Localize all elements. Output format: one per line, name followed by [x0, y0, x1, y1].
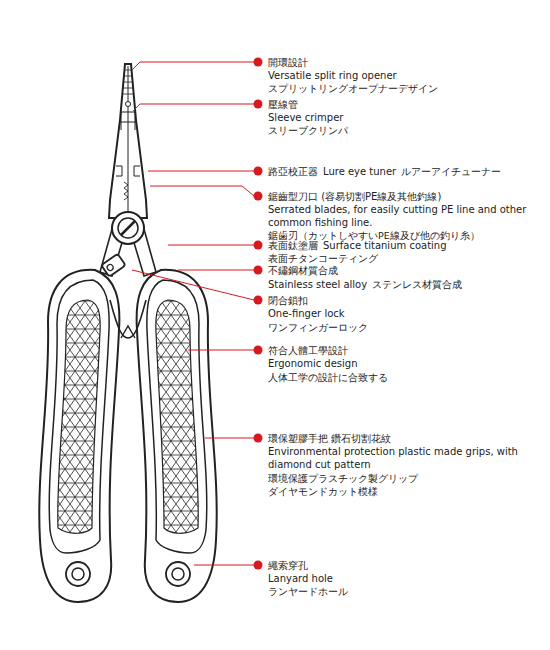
- pivot: [112, 212, 144, 244]
- callout-label: Ergonomic design: [268, 358, 358, 369]
- callout-label: 開環設計: [268, 57, 308, 68]
- callout-label: 繩索穿孔: [268, 560, 308, 571]
- callout-label: ルアーアイチューナー: [401, 166, 501, 177]
- callout-row: Sleeve crimper: [268, 111, 542, 124]
- callout-label: Environmental protection plastic made gr…: [268, 446, 518, 470]
- callout-row: 表面チタンコーティング: [268, 252, 542, 265]
- callout-row: Versatile split ring opener: [268, 69, 542, 82]
- callout-row: 表面鈦塗層 Surface titanium coating: [268, 239, 542, 252]
- lure-eye-tuner: [116, 166, 140, 176]
- callout-row: Environmental protection plastic made gr…: [268, 445, 542, 471]
- callout-row: Stainless steel alloy ステンレス材質合成: [268, 278, 542, 291]
- callout-row: 繩索穿孔: [268, 559, 542, 572]
- callout-row: Ergonomic design: [268, 357, 542, 370]
- callout-row: ワンフィンガーロック: [268, 321, 542, 334]
- callout-label: Sleeve crimper: [268, 112, 343, 123]
- callout-row: 不鏽鋼材質合成: [268, 264, 542, 277]
- crimper-hole: [126, 102, 131, 107]
- callout-dots: [254, 58, 263, 570]
- leader-lines: [132, 62, 254, 565]
- callout-label: 符合人體工學設計: [268, 345, 348, 356]
- callout-row: 人体工学の設計に合致する: [268, 371, 542, 384]
- callout-label: Serrated blades, for easily cutting PE l…: [268, 204, 526, 228]
- callout-row: Serrated blades, for easily cutting PE l…: [268, 203, 542, 229]
- callout-label: 人体工学の設計に合致する: [268, 372, 388, 383]
- callout-label: スプリットリングオープナーデザイン: [268, 83, 438, 94]
- callout-label: スリーブクリンパ: [268, 125, 348, 136]
- callout-label: Lure eye tuner: [323, 166, 396, 177]
- spring: [110, 300, 146, 338]
- right-handle: [137, 270, 217, 602]
- callout-label: ダイヤモンドカット模様: [268, 486, 378, 497]
- pivot-screw: [118, 218, 138, 238]
- callout-row: 路亞校正器 Lure eye tuner ルアーアイチューナー: [268, 165, 542, 178]
- callout-row: 環保塑膠手把 鑽石切割花紋: [268, 432, 542, 445]
- callout-row: 環境保護プラスチック製グリップ: [268, 472, 542, 485]
- left-handle: [39, 270, 119, 602]
- callout-row: ダイヤモンドカット模様: [268, 485, 542, 498]
- callout-row: Lanyard hole: [268, 572, 542, 585]
- callout-label: 鋸歯刃（カットしやすいPE線及び他の釣り糸）: [268, 230, 480, 241]
- callout-label: One-finger lock: [268, 308, 345, 319]
- callout-label: Surface titanium coating: [323, 240, 447, 251]
- callout-row: スリーブクリンパ: [268, 124, 542, 137]
- callout-label: 閉合鎖扣: [268, 295, 308, 306]
- callout-row: ランヤードホール: [268, 585, 542, 598]
- callout-row: スプリットリングオープナーデザイン: [268, 82, 542, 95]
- callout-label: 路亞校正器: [268, 166, 318, 177]
- spring-tip: [121, 326, 135, 338]
- callout-label: ステンレス材質合成: [372, 279, 462, 290]
- sleeve-crimper: [120, 112, 136, 130]
- one-finger-lock: [101, 254, 125, 277]
- callout-row: 壓線管: [268, 98, 542, 111]
- callout-row: 閉合鎖扣: [268, 294, 542, 307]
- callout-row: 符合人體工學設計: [268, 344, 542, 357]
- callout-label: 壓線管: [268, 99, 298, 110]
- callout-label: 表面チタンコーティング: [268, 253, 378, 264]
- callout-label: ワンフィンガーロック: [268, 322, 368, 333]
- callout-label: Versatile split ring opener: [268, 70, 397, 81]
- callout-label: 表面鈦塗層: [268, 240, 318, 251]
- callout-label: ランヤードホール: [268, 586, 348, 597]
- callout-row: 開環設計: [268, 56, 542, 69]
- split-ring-teeth: [123, 70, 133, 94]
- jaws: [109, 64, 147, 218]
- callout-label: 環保塑膠手把 鑽石切割花紋: [268, 433, 391, 444]
- callout-label: 不鏽鋼材質合成: [268, 265, 338, 276]
- serrated-blade: [124, 182, 128, 200]
- callout-label: Lanyard hole: [268, 573, 333, 584]
- callout-row: 鋸齒型刀口 (容易切割PE線及其他釣線): [268, 190, 542, 203]
- screw-slot: [121, 221, 135, 235]
- callout-label: 鋸齒型刀口 (容易切割PE線及其他釣線): [268, 191, 441, 202]
- callout-row: One-finger lock: [268, 307, 542, 320]
- callout-label: Stainless steel alloy: [268, 279, 367, 290]
- callout-label: 環境保護プラスチック製グリップ: [268, 473, 418, 484]
